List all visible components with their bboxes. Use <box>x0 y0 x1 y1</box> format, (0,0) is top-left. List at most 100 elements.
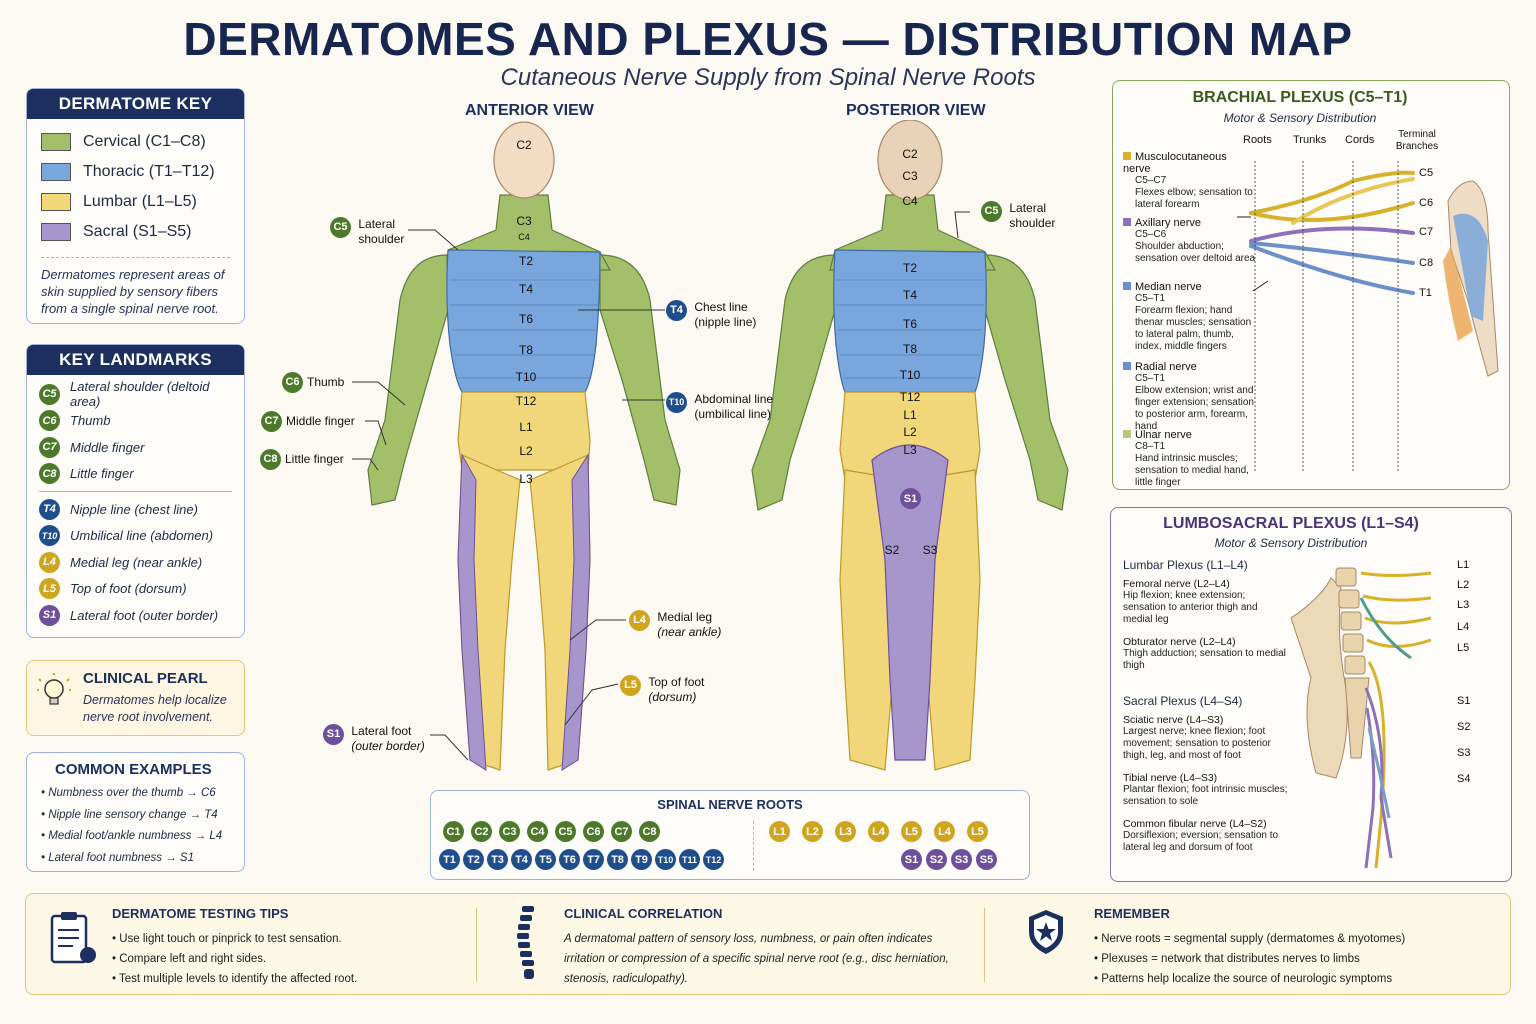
callout-t4: T4 Chest line(nipple line) <box>666 300 756 330</box>
key-label: Thoracic (T1–T12) <box>83 163 215 180</box>
callout-text: Chest line(nipple line) <box>694 300 756 330</box>
nerve-desc: Shoulder abduction; sensation over delto… <box>1135 241 1256 264</box>
segment-label: C2 <box>902 147 918 161</box>
example-text: Numbness over the thumb → C6 <box>48 787 216 799</box>
dermatome-key-panel: DERMATOME KEY Cervical (C1–C8) Thoracic … <box>26 88 245 324</box>
group-name: Lumbar Plexus (L1–L4) <box>1123 558 1248 572</box>
lumbosacral-diagram <box>1290 567 1432 869</box>
nerve-name-row: Radial nerve <box>1123 361 1257 373</box>
nerve-name: Sciatic nerve (L4–S3) <box>1123 714 1224 726</box>
callout-c7: C7 Middle finger <box>261 411 355 432</box>
lumbosacral-root-label: L5 <box>1457 642 1470 654</box>
landmark-label: Umbilical line (abdomen) <box>70 528 214 544</box>
segment-label: T8 <box>518 343 534 357</box>
segment-label: C3 <box>902 169 918 183</box>
lumbar-group: Lumbar Plexus (L1–L4) Femoral nerve (L2–… <box>1123 558 1288 672</box>
group-name: Sacral Plexus (L4–S4) <box>1123 694 1243 708</box>
lumbosacral-root-label: L2 <box>1457 579 1470 591</box>
segment-label: T12 <box>515 394 537 408</box>
segment-label: L1 <box>519 420 533 434</box>
pearl-text: Dermatomes help localize nerve root invo… <box>83 693 227 724</box>
root-badge: C6 <box>39 410 60 432</box>
footer-divider <box>984 908 985 982</box>
callout-c8: C8 Little finger <box>260 449 344 470</box>
nerve-name: Median nerve <box>1135 281 1202 293</box>
callout-line: shoulder <box>358 232 405 246</box>
clinical-pearl-panel: CLINICAL PEARL Dermatomes help localize … <box>26 660 245 736</box>
brachial-title: BRACHIAL PLEXUS (C5–T1) <box>1192 89 1408 106</box>
brachial-root-label: C5 <box>1419 167 1434 179</box>
nerve-name: Common fibular nerve (L4–S2) <box>1123 818 1267 830</box>
lumbosacral-title: LUMBOSACRAL PLEXUS (L1–S4) <box>1163 515 1419 532</box>
root-badge: S1 <box>39 604 60 626</box>
brachial-root-label: C7 <box>1419 226 1434 238</box>
callout-line: Lateral <box>358 217 396 231</box>
nerve-name: Femoral nerve (L2–L4) <box>1123 578 1230 590</box>
segment-label: C4 <box>902 194 918 208</box>
brachial-root-label: C8 <box>1419 257 1434 269</box>
clipboard-icon <box>50 912 96 964</box>
nerve-color-swatch <box>1123 152 1131 160</box>
nerve-item: Axillary nerve C5–C6 Shoulder abduction;… <box>1123 217 1257 281</box>
posterior-figure <box>751 120 1069 771</box>
spinal-root-badge: C8 <box>639 821 660 842</box>
divider <box>39 491 232 492</box>
swatch-sacral <box>41 223 71 241</box>
example-text: Medial foot/ankle numbness → L4 <box>48 830 223 842</box>
spinal-root-badge: C4 <box>527 821 548 842</box>
nerve-item: Ulnar nerve C8–T1 Hand intrinsic muscles… <box>1123 429 1257 489</box>
callout-line: Lateral foot <box>351 724 412 738</box>
root-badge: T4 <box>666 300 687 321</box>
segment-label: L1 <box>903 408 917 422</box>
root-badge: C7 <box>39 436 60 458</box>
example-item: • Medial foot/ankle numbness → L4 <box>41 830 223 842</box>
nerve-roots: C5–C7 <box>1135 175 1167 186</box>
root-badge: T4 <box>39 498 60 520</box>
nerve-name: Musculocutaneous nerve <box>1123 151 1227 175</box>
segment-label: T2 <box>902 261 918 275</box>
nerve-color-swatch <box>1123 218 1131 226</box>
root-badge: C8 <box>260 449 281 470</box>
anterior-figure <box>367 121 681 771</box>
callout-line: Abdominal line <box>694 392 774 406</box>
landmark-label: Medial leg (near ankle) <box>70 554 203 570</box>
landmark-label: Nipple line (chest line) <box>70 501 198 517</box>
segment-label: L2 <box>519 444 533 458</box>
spinal-root-badge: C6 <box>583 821 604 842</box>
remember-item: • Nerve roots = segmental supply (dermat… <box>1094 933 1406 945</box>
nerve-desc: Dorsiflexion; eversion; sensation to lat… <box>1123 830 1279 853</box>
tip-text: Compare left and right sides. <box>119 953 267 965</box>
nerve-desc: Flexes elbow; sensation to lateral forea… <box>1135 187 1253 210</box>
spinal-root-badge: T1 <box>439 849 460 870</box>
nerve-desc: Largest nerve; knee flexion; foot moveme… <box>1123 726 1271 761</box>
spinal-root-badge: T11 <box>679 849 700 870</box>
pearl-title: CLINICAL PEARL <box>83 670 208 687</box>
nerve-desc: Hip flexion; knee extension; sensation t… <box>1123 590 1258 625</box>
spinal-root-badge: L4 <box>934 821 955 842</box>
spinal-root-badge: T6 <box>559 849 580 870</box>
remember-text: Plexuses = network that distributes nerv… <box>1101 953 1360 965</box>
spinal-root-badge: L2 <box>802 821 823 842</box>
spine-icon <box>517 906 534 979</box>
callout-text: Middle finger <box>286 414 355 428</box>
sacral-group: Sacral Plexus (L4–S4) Sciatic nerve (L4–… <box>1123 694 1288 854</box>
lumbosacral-root-label: S2 <box>1457 721 1471 733</box>
callout-line: (dorsum) <box>648 690 697 704</box>
spinal-roots-title: SPINAL NERVE ROOTS <box>657 797 803 812</box>
callout-s1: S1 Lateral foot(outer border) <box>323 724 425 754</box>
callout-line: (outer border) <box>351 739 425 753</box>
nerve-roots: C5–C6 <box>1135 229 1167 240</box>
lumbosacral-root-label: L1 <box>1457 559 1470 571</box>
root-badge: S1 <box>323 724 344 745</box>
col-header: Terminal Branches <box>1395 129 1439 152</box>
segment-label: S3 <box>922 543 938 557</box>
